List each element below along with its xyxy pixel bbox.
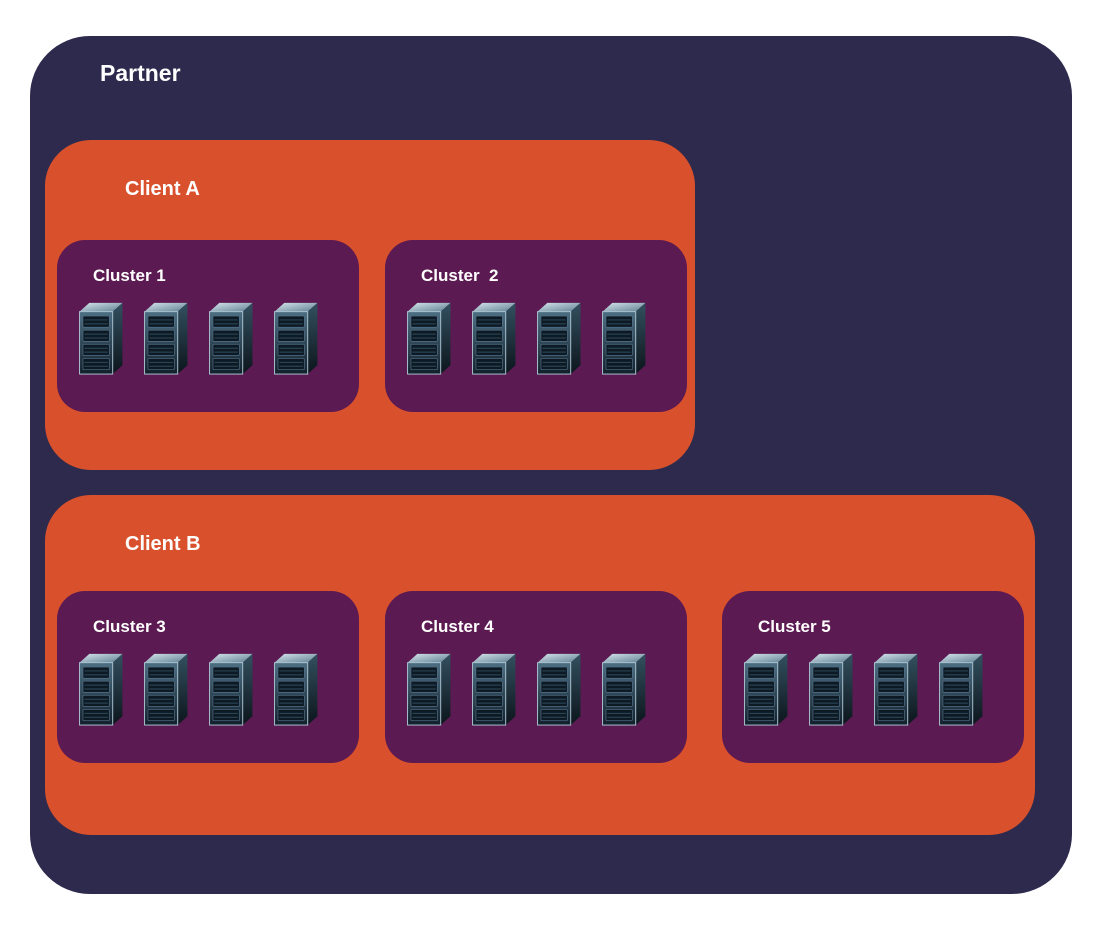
server-rack-icon — [138, 649, 194, 727]
server-rack-icon — [73, 649, 129, 727]
cluster-3-group: Cluster 3 — [57, 591, 359, 763]
client-b-group: Client B Cluster 3 Cluster 4 Cluster 5 — [45, 495, 1035, 835]
server-rack-icon — [596, 298, 652, 376]
client-b-label: Client B — [125, 533, 201, 555]
server-rack-icon — [138, 298, 194, 376]
server-rack-icon — [933, 649, 989, 727]
cluster-4-group: Cluster 4 — [385, 591, 687, 763]
partner-label: Partner — [100, 60, 181, 86]
server-rack-icon — [596, 649, 652, 727]
cluster-2-group: Cluster 2 — [385, 240, 687, 412]
server-rack-icon — [401, 649, 457, 727]
server-rack-row — [738, 649, 989, 727]
cluster-5-label: Cluster 5 — [758, 617, 831, 636]
cluster-1-group: Cluster 1 — [57, 240, 359, 412]
server-rack-icon — [531, 298, 587, 376]
server-rack-icon — [203, 649, 259, 727]
server-rack-icon — [466, 298, 522, 376]
server-rack-icon — [531, 649, 587, 727]
server-rack-icon — [73, 298, 129, 376]
server-rack-row — [73, 298, 324, 376]
server-rack-row — [73, 649, 324, 727]
server-rack-icon — [401, 298, 457, 376]
server-rack-icon — [466, 649, 522, 727]
server-rack-icon — [803, 649, 859, 727]
partner-group: Partner Client A Cluster 1 Cluster 2 Cli… — [30, 36, 1072, 894]
server-rack-icon — [268, 649, 324, 727]
server-rack-row — [401, 298, 652, 376]
cluster-2-label: Cluster 2 — [421, 266, 499, 285]
cluster-1-label: Cluster 1 — [93, 266, 166, 285]
cluster-5-group: Cluster 5 — [722, 591, 1024, 763]
cluster-3-label: Cluster 3 — [93, 617, 166, 636]
server-rack-icon — [268, 298, 324, 376]
server-rack-icon — [868, 649, 924, 727]
server-rack-icon — [203, 298, 259, 376]
cluster-4-label: Cluster 4 — [421, 617, 494, 636]
server-rack-icon — [738, 649, 794, 727]
server-rack-row — [401, 649, 652, 727]
client-a-label: Client A — [125, 178, 200, 200]
client-a-group: Client A Cluster 1 Cluster 2 — [45, 140, 695, 470]
